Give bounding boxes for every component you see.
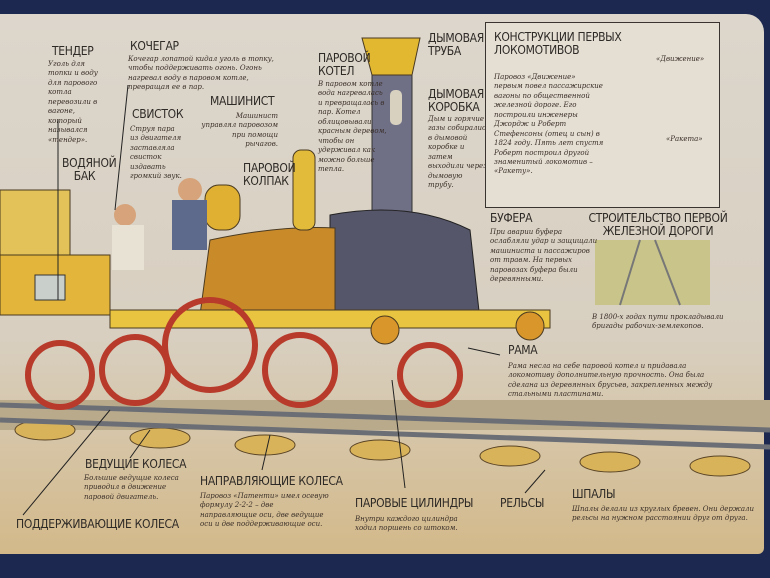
whistle-text: Струя пара из двигателя заставляла свист…: [130, 125, 182, 181]
loco-raketa-caption: «Ракета»: [666, 135, 703, 143]
rails-title: Рельсы: [500, 496, 545, 510]
whistle-title: Свисток: [132, 107, 184, 121]
boiler-title: Паровой котел: [318, 51, 371, 79]
tender-car: [0, 189, 111, 410]
frame-text: Рама несла на себе паровой котел и прида…: [508, 362, 713, 399]
driving-wheels-text: Большие ведущие колеса приводил в движен…: [84, 474, 179, 501]
chimney-title: Дымовая труба: [428, 31, 484, 59]
boiler-text: В паровом котле вода нагревалась и превр…: [318, 80, 387, 173]
early-locomotives-panel: Конструкции первых локомотивов Паровоз «…: [485, 22, 720, 208]
driver-text: Машинист управлял паровозом при помощи р…: [201, 112, 278, 149]
smokebox-text: Дым и горячие газы собирались в дымовой …: [428, 115, 490, 190]
cylinders-title: Паровые цилиндры: [355, 496, 474, 510]
first-railway-title: Строительство первой железной дороги: [588, 211, 728, 239]
early-locos-text: Паровоз «Движение» первым повел пассажир…: [494, 73, 604, 176]
driving-wheels-title: Ведущие колеса: [85, 457, 187, 471]
sleepers-text: Шпалы делали из круглых бревен. Они держ…: [572, 505, 755, 523]
loco-dvizhenie-caption: «Движение»: [656, 55, 705, 63]
stoker-text: Кочегар лопатой кидал уголь в топку, что…: [128, 55, 274, 92]
early-locos-title: Конструкции первых локомотивов: [494, 30, 622, 58]
leading-wheels-title: Направляющие колеса: [200, 474, 343, 488]
leader-lines: [22, 84, 546, 516]
tender-text: Уголь для топки и воду для парового котл…: [48, 60, 98, 144]
steam-dome-title: Паровой колпак: [243, 161, 296, 189]
locomotive: [99, 37, 551, 408]
sleepers-title: Шпалы: [572, 487, 616, 501]
first-railway-text: В 1800-х годах пути прокладывали бригады…: [592, 313, 724, 331]
frame-title: Рама: [508, 343, 538, 357]
cylinders-text: Внутри каждого цилиндра ходил поршень со…: [355, 515, 458, 533]
trailing-wheels-title: Поддерживающие колеса: [16, 517, 179, 531]
leading-wheels-text: Паровоз «Патенти» имел осевую формулу 2-…: [200, 492, 329, 529]
smokebox-title: Дымовая коробка: [428, 87, 484, 115]
buffers-title: Буфера: [490, 211, 533, 225]
driver-title: Машинист: [210, 94, 275, 108]
buffers-text: При аварии буфера ослабляли удар и защищ…: [490, 228, 598, 284]
tender-title: Тендер: [52, 44, 94, 58]
stoker-title: Кочегар: [130, 39, 179, 53]
water-tank-title: Водяной бак: [62, 156, 117, 184]
